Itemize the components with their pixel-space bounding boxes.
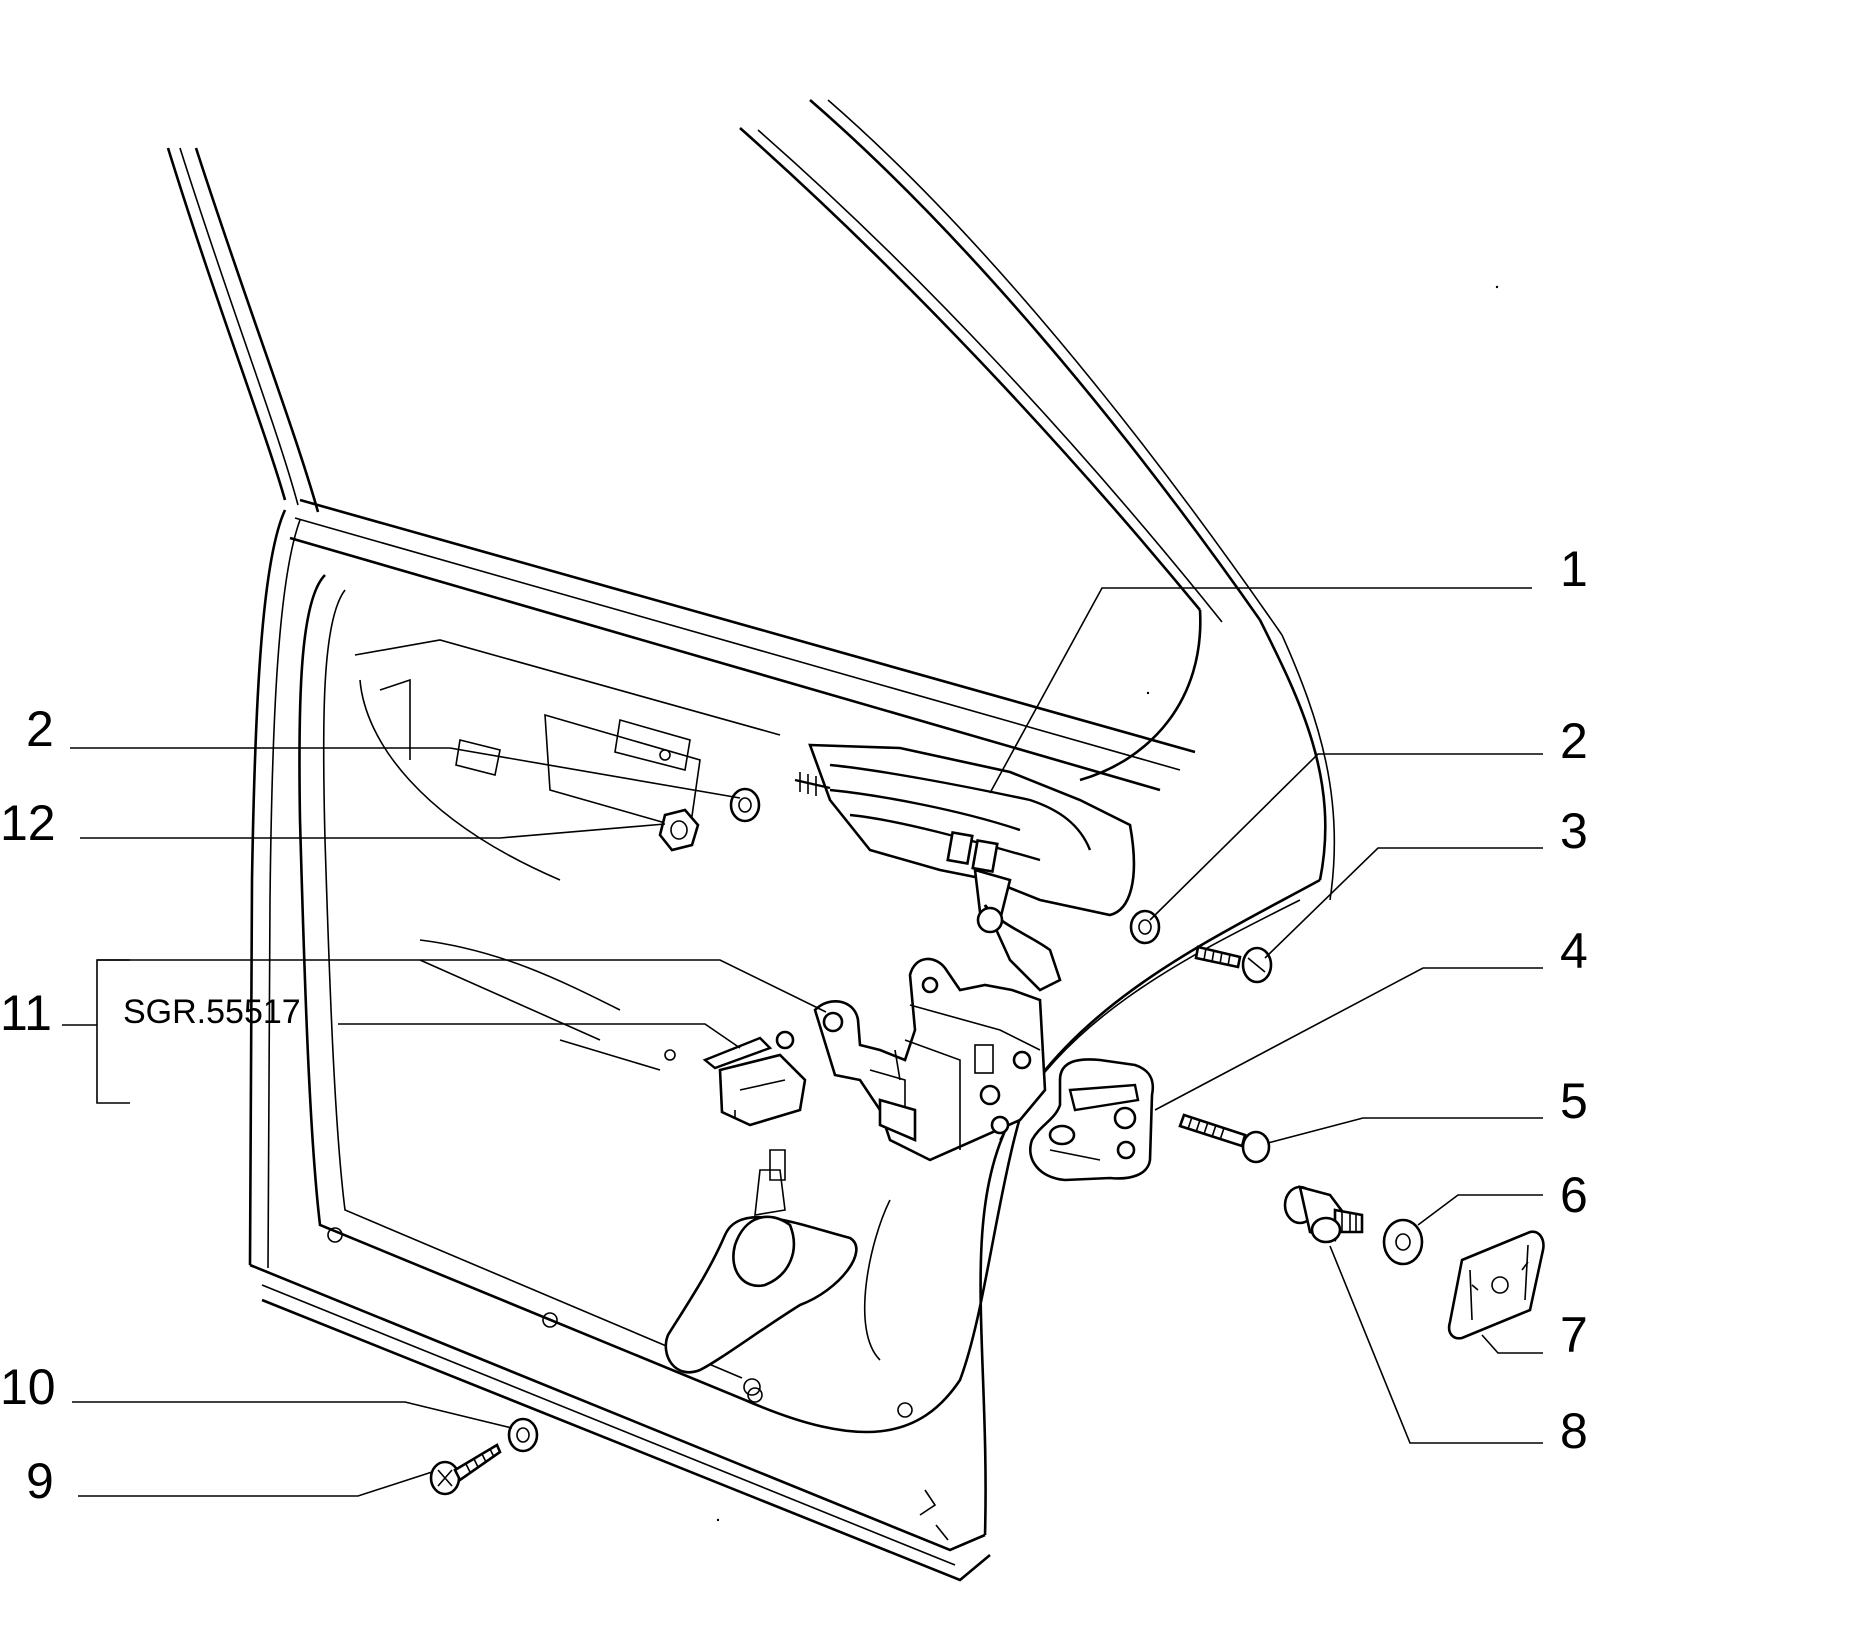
leader-9 [78, 1471, 433, 1497]
callout-8: 8 [1560, 1403, 1588, 1459]
callout-4: 4 [1560, 923, 1588, 979]
door-lock-mechanism-part-11 [813, 957, 1047, 1162]
callout-9: 9 [26, 1453, 54, 1509]
washer-part-6 [1382, 1218, 1424, 1266]
leader-lines [62, 587, 1543, 1497]
screw-part-9 [429, 1443, 502, 1496]
hex-nut-part-12 [658, 808, 700, 852]
callout-12: 12 [0, 795, 56, 851]
leader-2-right [1149, 753, 1543, 921]
leader-2-left [70, 747, 741, 799]
leader-1 [989, 587, 1532, 794]
leader-3 [1264, 847, 1543, 959]
screw-part-5 [1178, 1113, 1271, 1164]
callout-numbers: 1 2 3 4 5 6 7 8 2 12 11 10 9 SGR.55517 [0, 541, 1588, 1509]
callout-5: 5 [1560, 1073, 1588, 1129]
callout-2-right: 2 [1560, 713, 1588, 769]
callout-3: 3 [1560, 803, 1588, 859]
leader-8 [1329, 1245, 1543, 1444]
callout-11: 11 [0, 985, 52, 1041]
callout-2-left: 2 [26, 701, 54, 757]
reference-code-label: SGR.55517 [123, 993, 301, 1031]
backing-plate-part-7 [1447, 1230, 1545, 1340]
leader-11-bracket [96, 959, 130, 1104]
door-striker-part-4 [1029, 1058, 1155, 1182]
leader-11-switch [338, 1023, 741, 1049]
door-panel [166, 99, 1336, 1582]
leader-11-lock [97, 959, 827, 1013]
nut-part-2-left [729, 787, 761, 823]
outer-door-handle [794, 743, 1136, 992]
nut-part-10 [507, 1417, 539, 1453]
leader-5 [1267, 1117, 1543, 1144]
leader-12 [80, 823, 666, 839]
striker-pin-part-8 [1283, 1185, 1364, 1244]
callout-10: 10 [0, 1359, 56, 1415]
callout-6: 6 [1560, 1167, 1588, 1223]
leader-6 [1417, 1194, 1543, 1226]
screw-part-3 [1194, 945, 1273, 984]
leader-7 [1481, 1334, 1543, 1354]
leader-10 [72, 1401, 513, 1429]
callout-7: 7 [1560, 1307, 1588, 1363]
leader-4 [1154, 967, 1543, 1111]
callout-1: 1 [1560, 541, 1588, 597]
micro-switch-sgr-55517 [702, 1030, 807, 1127]
